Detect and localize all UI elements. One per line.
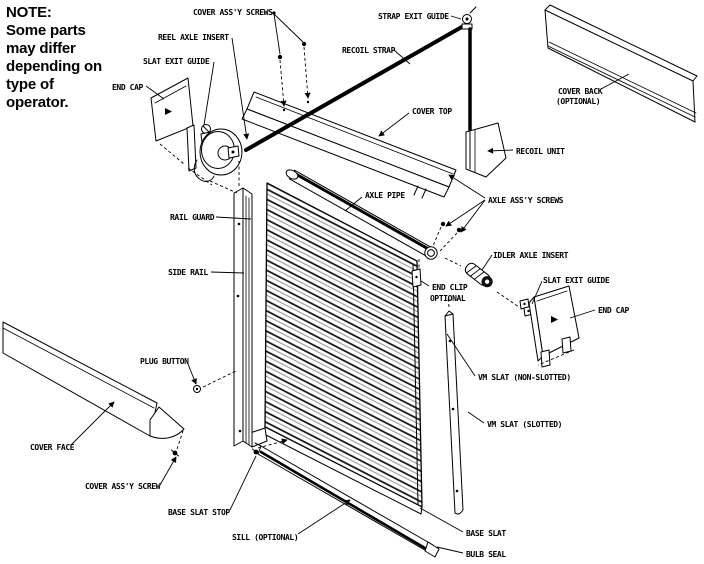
label-end-cap-left: END CAP bbox=[112, 83, 143, 92]
label-slat-exit-guide-right: SLAT EXIT GUIDE bbox=[543, 276, 610, 285]
cover-assy-screw-part bbox=[171, 449, 179, 457]
leader-lines bbox=[70, 13, 630, 554]
idler-axle-insert-part bbox=[464, 262, 493, 288]
end-clip-part bbox=[411, 268, 422, 288]
label-end-clip-line2: OPTIONAL bbox=[430, 294, 466, 303]
label-bulb-seal: BULB SEAL bbox=[466, 550, 506, 559]
label-reel-axle-insert: REEL AXLE INSERT bbox=[158, 33, 229, 42]
note-text: NOTE: Some parts may differ depending on… bbox=[6, 4, 102, 111]
label-slat-exit-guide-left: SLAT EXIT GUIDE bbox=[143, 57, 210, 66]
side-rail-part bbox=[233, 187, 253, 448]
label-recoil-unit: RECOIL UNIT bbox=[516, 147, 565, 156]
label-cover-back-line2: (OPTIONAL) bbox=[556, 97, 600, 106]
label-end-clip-line1: END CLIP bbox=[432, 283, 468, 292]
label-idler-axle-insert: IDLER AXLE INSERT bbox=[493, 251, 569, 260]
axle-assy-screws-part bbox=[440, 221, 462, 233]
cover-face-part bbox=[2, 321, 185, 439]
axle-pipe-part bbox=[285, 169, 438, 260]
assembly-dashed-lines bbox=[159, 46, 575, 450]
label-axle-assy-screws: AXLE ASS'Y SCREWS bbox=[488, 196, 564, 205]
base-slat-part bbox=[249, 426, 423, 515]
label-rail-guard: RAIL GUARD bbox=[170, 213, 215, 222]
cover-top-part bbox=[241, 91, 457, 199]
recoil-strap-part bbox=[244, 22, 469, 152]
end-cap-right-part bbox=[528, 285, 580, 368]
label-sill: SILL (OPTIONAL) bbox=[232, 533, 298, 542]
recoil-unit-part bbox=[465, 122, 507, 178]
reel-part bbox=[193, 128, 243, 182]
label-vm-slat-slotted: VM SLAT (SLOTTED) bbox=[487, 420, 562, 429]
vm-slat-part bbox=[444, 310, 464, 515]
label-base-slat: BASE SLAT bbox=[466, 529, 506, 538]
label-side-rail: SIDE RAIL bbox=[168, 268, 208, 277]
cover-assy-screws-part bbox=[272, 11, 307, 60]
label-end-cap-right: END CAP bbox=[598, 306, 629, 315]
label-vm-slat-non-slotted: VM SLAT (NON-SLOTTED) bbox=[478, 373, 571, 382]
strap-exit-guide-part bbox=[461, 6, 477, 133]
label-cover-face: COVER FACE bbox=[30, 443, 75, 452]
label-cover-assy-screws: COVER ASS'Y SCREWS bbox=[193, 8, 273, 17]
label-strap-exit-guide: STRAP EXIT GUIDE bbox=[378, 12, 449, 21]
plug-button-part bbox=[193, 385, 201, 393]
label-cover-top: COVER TOP bbox=[412, 107, 452, 116]
end-cap-left-part bbox=[150, 77, 197, 172]
label-axle-pipe: AXLE PIPE bbox=[365, 191, 405, 200]
label-recoil-strap: RECOIL STRAP bbox=[342, 46, 396, 55]
label-cover-assy-screw: COVER ASS'Y SCREW bbox=[85, 482, 161, 491]
label-plug-button: PLUG BUTTON bbox=[140, 357, 189, 366]
label-cover-back-line1: COVER BACK bbox=[558, 87, 603, 96]
label-base-slat-stop: BASE SLAT STOP bbox=[168, 508, 230, 517]
part-labels: COVER ASS'Y SCREWS REEL AXLE INSERT SLAT… bbox=[30, 8, 630, 559]
